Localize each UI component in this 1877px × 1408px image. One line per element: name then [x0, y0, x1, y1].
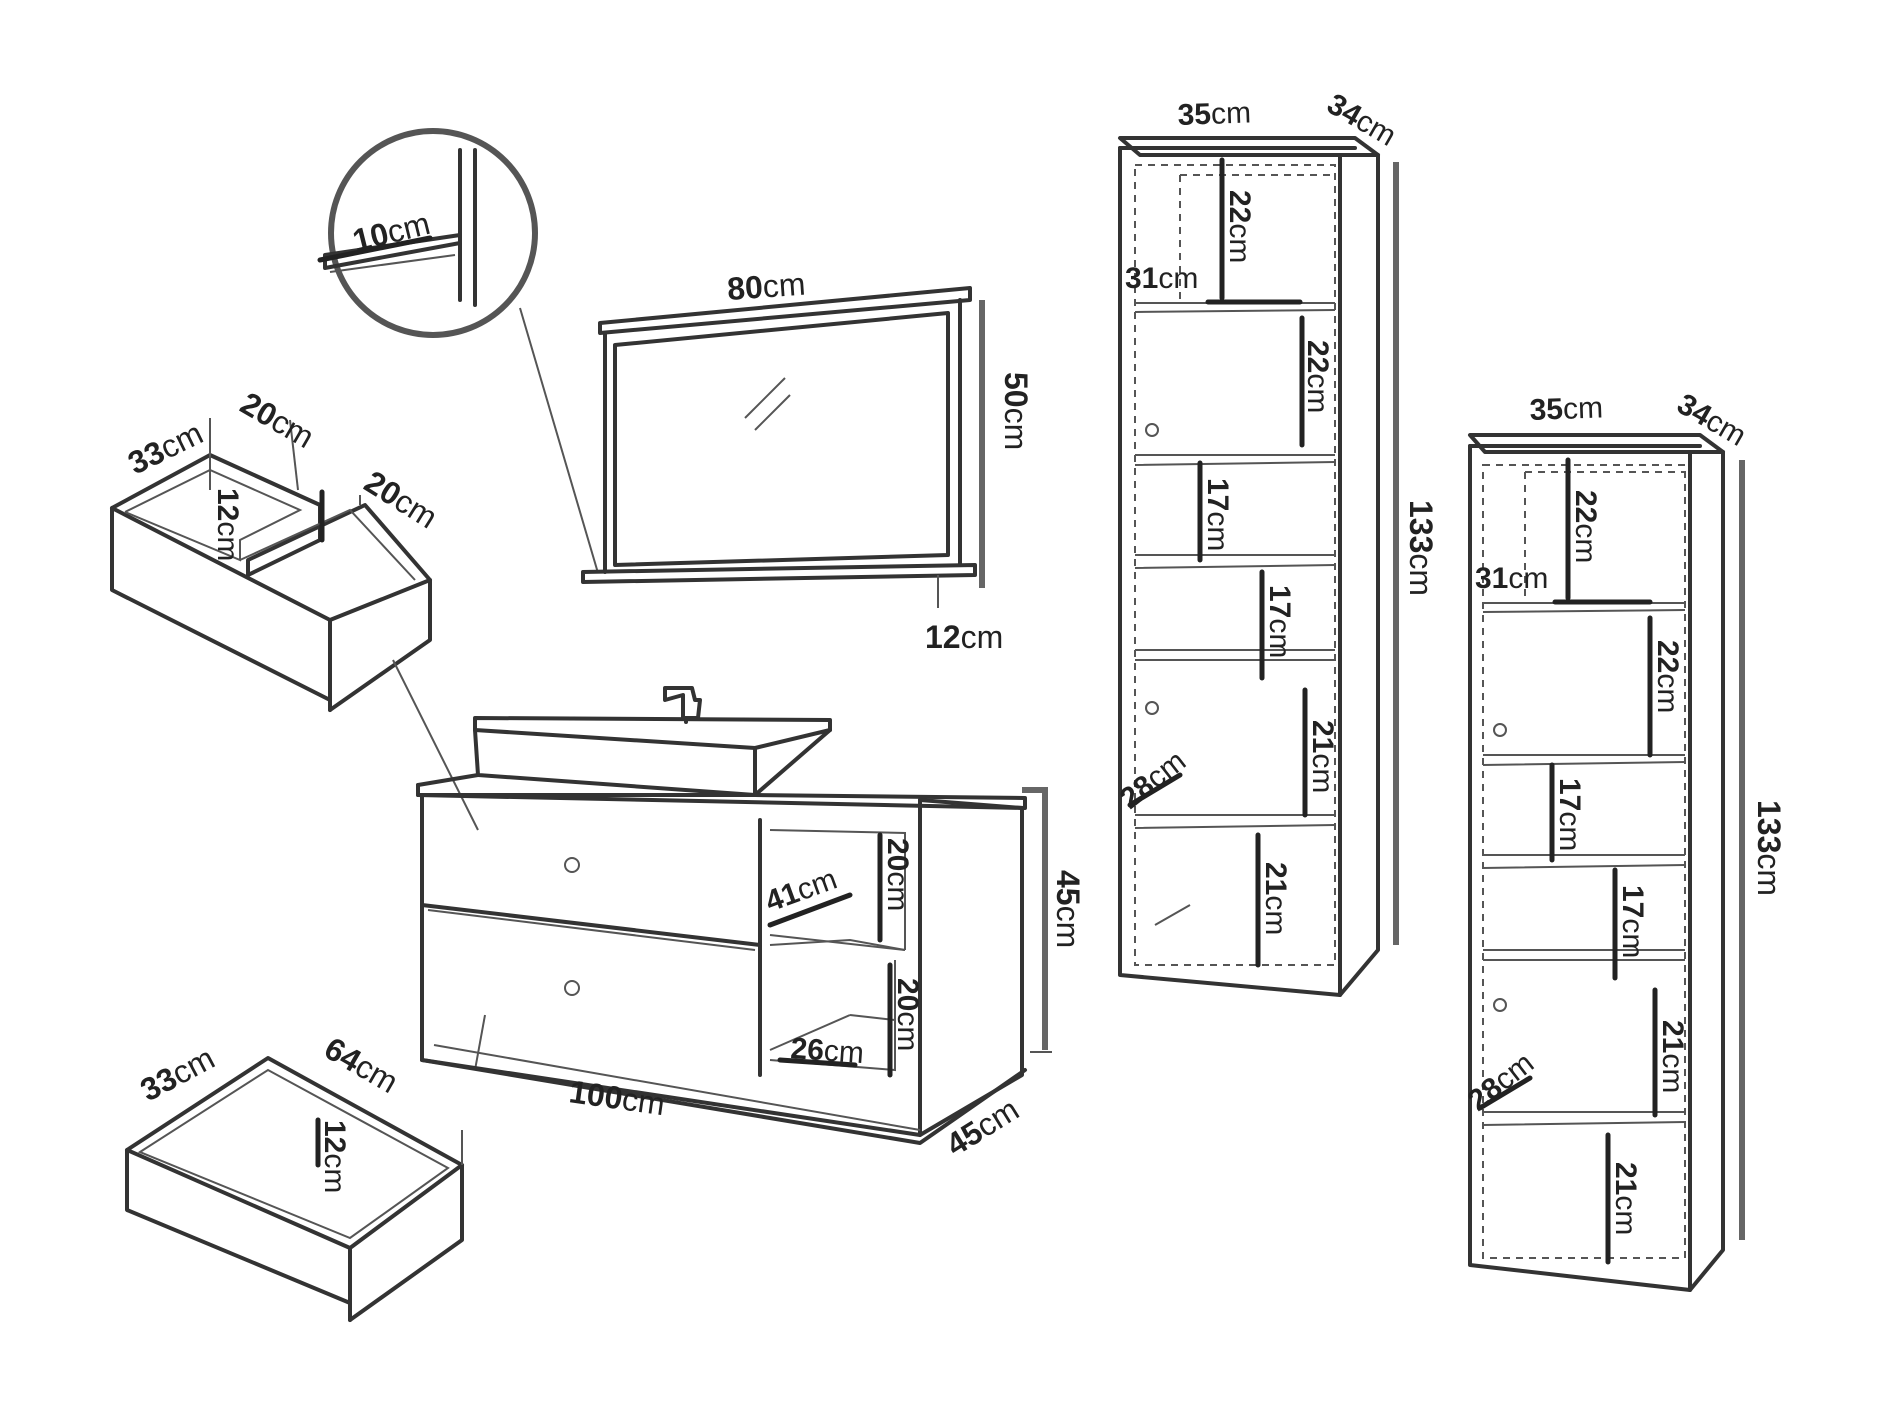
top-drawer — [110, 418, 479, 831]
label-vanity-height: 45cm — [1050, 870, 1086, 948]
label-vanity-width: 100cm — [567, 1073, 667, 1122]
tall-cabinet-left — [1118, 136, 1399, 997]
bottom-drawer — [125, 1014, 486, 1322]
label-right-cabinet-compartment-5: 21cm — [1656, 1020, 1689, 1093]
label-left-cabinet-upper-door: 31cm — [1125, 262, 1198, 295]
label-left-cabinet-compartment-4: 17cm — [1263, 585, 1296, 658]
vanity-upper-depth-marker — [767, 892, 853, 928]
label-mirror-width: 80cm — [726, 266, 807, 307]
label-vanity-lower-shelf-height: 20cm — [891, 978, 924, 1051]
label-bottom-drawer-depth: 64cm — [319, 1030, 405, 1100]
label-mirror-shelf-depth: 12cm — [925, 619, 1003, 655]
label-right-cabinet-compartment-1: 22cm — [1569, 490, 1602, 563]
label-left-cabinet-compartment-5: 21cm — [1306, 720, 1339, 793]
label-vanity-upper-shelf-height: 20cm — [881, 838, 914, 911]
label-right-cabinet-width: 35cm — [1529, 391, 1603, 427]
label-left-cabinet-compartment-1: 22cm — [1223, 190, 1256, 263]
label-right-cabinet-compartment-6: 21cm — [1609, 1162, 1642, 1235]
label-right-cabinet-compartment-3: 17cm — [1553, 778, 1586, 851]
label-top-drawer-divider: 20cm — [235, 385, 321, 455]
mirror — [581, 286, 985, 608]
label-left-cabinet-width: 35cm — [1177, 96, 1251, 132]
label-left-cabinet-compartment-3: 17cm — [1201, 478, 1234, 551]
vanity-cabinet — [416, 686, 1052, 1145]
label-top-drawer-depth: 20cm — [358, 463, 443, 535]
label-left-cabinet-compartment-2: 22cm — [1301, 340, 1334, 413]
label-top-drawer-height: 12cm — [211, 488, 244, 561]
detail-shelf-marker — [317, 235, 433, 263]
label-left-cabinet-height: 133cm — [1403, 500, 1439, 596]
label-bottom-drawer-height: 12cm — [318, 1120, 351, 1193]
label-mirror-height: 50cm — [998, 372, 1034, 450]
label-left-cabinet-compartment-6: 21cm — [1259, 862, 1292, 935]
label-left-cabinet-lower-door: 28cm — [1114, 744, 1192, 815]
label-vanity-lower-shelf-depth: 26cm — [790, 1032, 865, 1070]
tall-cabinet-right — [1468, 433, 1745, 1292]
label-right-cabinet-height: 133cm — [1751, 800, 1787, 896]
label-vanity-upper-shelf-depth: 41cm — [761, 862, 841, 918]
label-right-cabinet-lower-door: 28cm — [1462, 1046, 1540, 1117]
label-right-cabinet-compartment-2: 22cm — [1651, 640, 1684, 713]
label-top-drawer-width: 33cm — [122, 415, 208, 482]
label-right-cabinet-upper-door: 31cm — [1475, 562, 1548, 595]
label-right-cabinet-compartment-4: 17cm — [1616, 885, 1649, 958]
vanity-lower-depth-marker — [777, 1057, 858, 1068]
